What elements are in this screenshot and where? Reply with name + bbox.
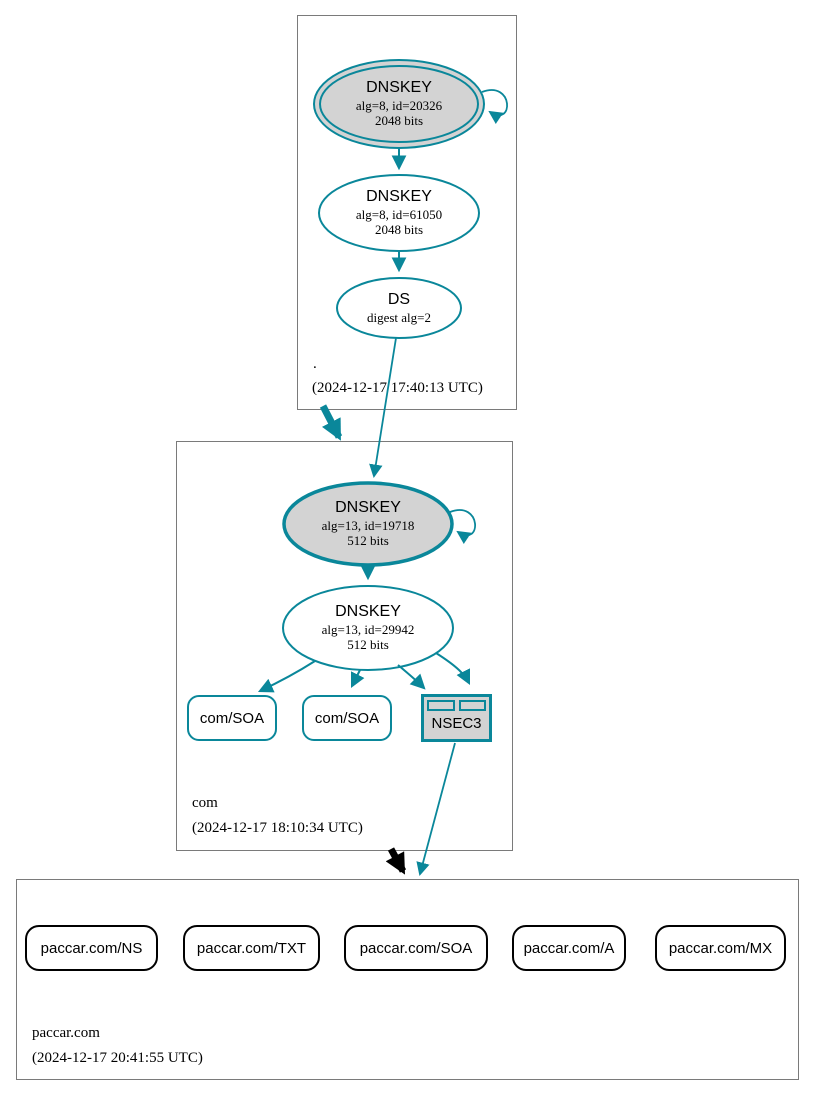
node-com-zsk-detail: alg=13, id=29942 — [321, 622, 415, 638]
node-root-zsk-ellipse[interactable] — [318, 174, 480, 252]
node-root-zsk-bits: 2048 bits — [374, 222, 424, 238]
node-root-zsk[interactable]: DNSKEY alg=8, id=61050 2048 bits — [319, 181, 479, 245]
rrset-paccar-txt[interactable]: paccar.com/TXT — [183, 925, 320, 971]
zone-root-timestamp: (2024-12-17 17:40:13 UTC) — [312, 380, 483, 396]
edge-com-zsk-to-soa1 — [257, 660, 316, 693]
edge-root-to-com-delegation — [319, 404, 343, 441]
zone-com-name: com — [192, 795, 218, 811]
rrset-paccar-soa[interactable]: paccar.com/SOA — [344, 925, 488, 971]
zone-box-root — [297, 15, 517, 410]
rrset-paccar-ns-label: paccar.com/NS — [40, 939, 143, 957]
rrset-paccar-txt-label: paccar.com/TXT — [196, 939, 307, 957]
node-root-ksk[interactable]: DNSKEY alg=8, id=20326 2048 bits — [315, 72, 483, 136]
edge-nsec3-to-paccar — [416, 742, 456, 876]
node-root-ksk-title: DNSKEY — [366, 79, 432, 97]
rrset-paccar-mx[interactable]: paccar.com/MX — [655, 925, 786, 971]
zone-root-name: . — [313, 356, 317, 372]
node-root-zsk-detail: alg=8, id=61050 — [355, 207, 443, 223]
zone-box-paccar-com — [16, 879, 799, 1080]
node-root-ds[interactable]: DS digest alg=2 — [337, 289, 461, 327]
node-com-zsk-ellipse[interactable] — [282, 585, 454, 671]
node-com-zsk-bits: 512 bits — [347, 637, 389, 653]
node-root-ksk-bits: 2048 bits — [374, 113, 424, 129]
rrset-paccar-ns[interactable]: paccar.com/NS — [25, 925, 158, 971]
node-root-ds-title: DS — [387, 290, 411, 308]
node-com-zsk-title: DNSKEY — [335, 603, 401, 621]
zone-box-com — [176, 441, 513, 851]
zone-paccar-timestamp: (2024-12-17 20:41:55 UTC) — [32, 1050, 203, 1066]
node-root-zsk-title: DNSKEY — [366, 188, 432, 206]
rrset-com-soa-1[interactable]: com/SOA — [187, 695, 277, 741]
node-com-ksk-title: DNSKEY — [335, 499, 401, 517]
rrset-com-soa-2-label: com/SOA — [314, 709, 380, 727]
node-com-ksk-detail: alg=13, id=19718 — [321, 518, 415, 534]
rrset-paccar-a[interactable]: paccar.com/A — [512, 925, 626, 971]
rrset-paccar-soa-label: paccar.com/SOA — [359, 939, 473, 957]
node-nsec3[interactable]: NSEC3 — [421, 694, 492, 742]
edge-com-zsk-to-nsec3-left — [397, 664, 426, 690]
edge-com-zsk-to-nsec3-right — [435, 652, 471, 686]
edge-com-ksk-self-sign — [449, 509, 476, 544]
zone-com-timestamp: (2024-12-17 18:10:34 UTC) — [192, 820, 363, 836]
rrset-paccar-mx-label: paccar.com/MX — [668, 939, 773, 957]
nsec3-record-cell-2 — [458, 700, 486, 711]
node-root-ksk-ellipse-outer[interactable] — [313, 59, 485, 149]
rrset-paccar-a-label: paccar.com/A — [523, 939, 615, 957]
node-root-ksk-detail: alg=8, id=20326 — [355, 98, 443, 114]
node-com-ksk-bits: 512 bits — [347, 533, 389, 549]
nsec3-label: NSEC3 — [431, 715, 482, 732]
nsec3-record-cell-1 — [427, 700, 455, 711]
node-root-ksk-ellipse-inner — [319, 65, 479, 143]
rrset-com-soa-2[interactable]: com/SOA — [302, 695, 392, 741]
node-com-zsk[interactable]: DNSKEY alg=13, id=29942 512 bits — [284, 596, 452, 660]
nsec3-record-cells — [427, 700, 486, 711]
edge-ds-to-com-ksk — [369, 337, 397, 478]
node-root-ds-ellipse[interactable] — [336, 277, 462, 339]
edge-com-zsk-to-soa2 — [350, 669, 365, 689]
node-com-ksk[interactable]: DNSKEY alg=13, id=19718 512 bits — [284, 492, 452, 556]
zone-paccar-name: paccar.com — [32, 1025, 100, 1041]
rrset-com-soa-1-label: com/SOA — [199, 709, 265, 727]
edge-root-ksk-self-sign — [481, 89, 508, 124]
node-com-ksk-ellipse[interactable] — [282, 481, 454, 567]
node-root-ds-detail: digest alg=2 — [366, 309, 432, 325]
edge-com-to-paccar-delegation — [385, 847, 407, 875]
